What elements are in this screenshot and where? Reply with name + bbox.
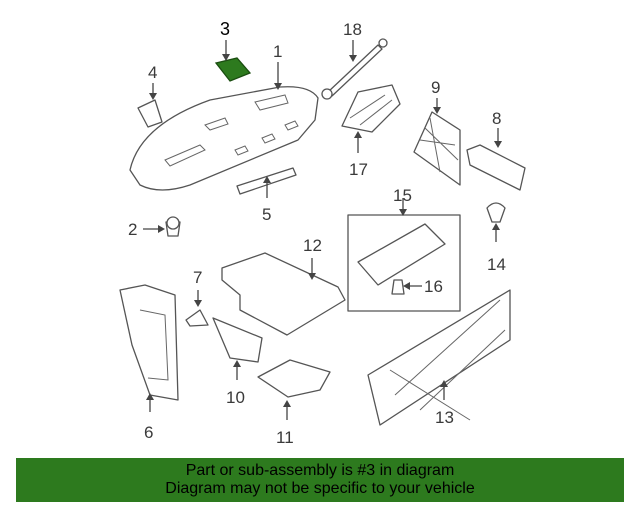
info-banner: Part or sub-assembly is #3 in diagram Di… xyxy=(16,458,624,502)
callout-18: 18 xyxy=(343,20,362,39)
part-2-clip[interactable]: 2 xyxy=(128,216,181,239)
callout-12: 12 xyxy=(303,236,322,255)
part-17-jack[interactable]: 17 xyxy=(341,84,401,179)
callout-17: 17 xyxy=(349,160,368,179)
part-9-net[interactable]: 9 xyxy=(413,78,461,186)
callout-6: 6 xyxy=(144,423,153,442)
callout-7: 7 xyxy=(193,268,202,287)
callout-15: 15 xyxy=(393,186,412,205)
banner-line-1: Part or sub-assembly is #3 in diagram xyxy=(185,462,455,479)
part-14-clip[interactable]: 14 xyxy=(486,202,506,274)
banner-line-2: Diagram may not be specific to your vehi… xyxy=(165,480,475,497)
part-16-pin[interactable]: 16 xyxy=(391,277,443,296)
part-7-clip[interactable]: 7 xyxy=(185,268,209,327)
callout-11: 11 xyxy=(276,428,294,447)
part-11-cover[interactable]: 11 xyxy=(257,359,331,447)
part-3-highlighted[interactable]: 3 xyxy=(214,19,252,82)
part-18-wrench[interactable]: 18 xyxy=(321,20,388,100)
part-13-cargo-net[interactable]: 13 xyxy=(367,289,511,427)
callout-14: 14 xyxy=(487,255,506,274)
callout-13: 13 xyxy=(435,408,454,427)
part-10-panel[interactable]: 10 xyxy=(212,317,263,407)
part-15-bracket-group[interactable]: 15 xyxy=(347,186,461,312)
part-8-storage-box[interactable]: 8 xyxy=(466,109,526,191)
part-5-trim-strip[interactable]: 5 xyxy=(236,167,297,224)
callout-5: 5 xyxy=(262,205,271,224)
part-4-bracket[interactable]: 4 xyxy=(137,63,163,128)
callout-3: 3 xyxy=(220,19,230,39)
callout-8: 8 xyxy=(492,109,501,128)
callout-9: 9 xyxy=(431,78,440,97)
part-6-side-trim[interactable]: 6 xyxy=(119,284,179,442)
part-1-rear-shelf[interactable]: 1 xyxy=(129,42,319,191)
callout-1: 1 xyxy=(273,42,282,61)
part-12-trunk-mat[interactable]: 12 xyxy=(221,236,346,336)
callout-2: 2 xyxy=(128,220,137,239)
callout-10: 10 xyxy=(226,388,245,407)
callout-16: 16 xyxy=(424,277,443,296)
callout-4: 4 xyxy=(148,63,157,82)
